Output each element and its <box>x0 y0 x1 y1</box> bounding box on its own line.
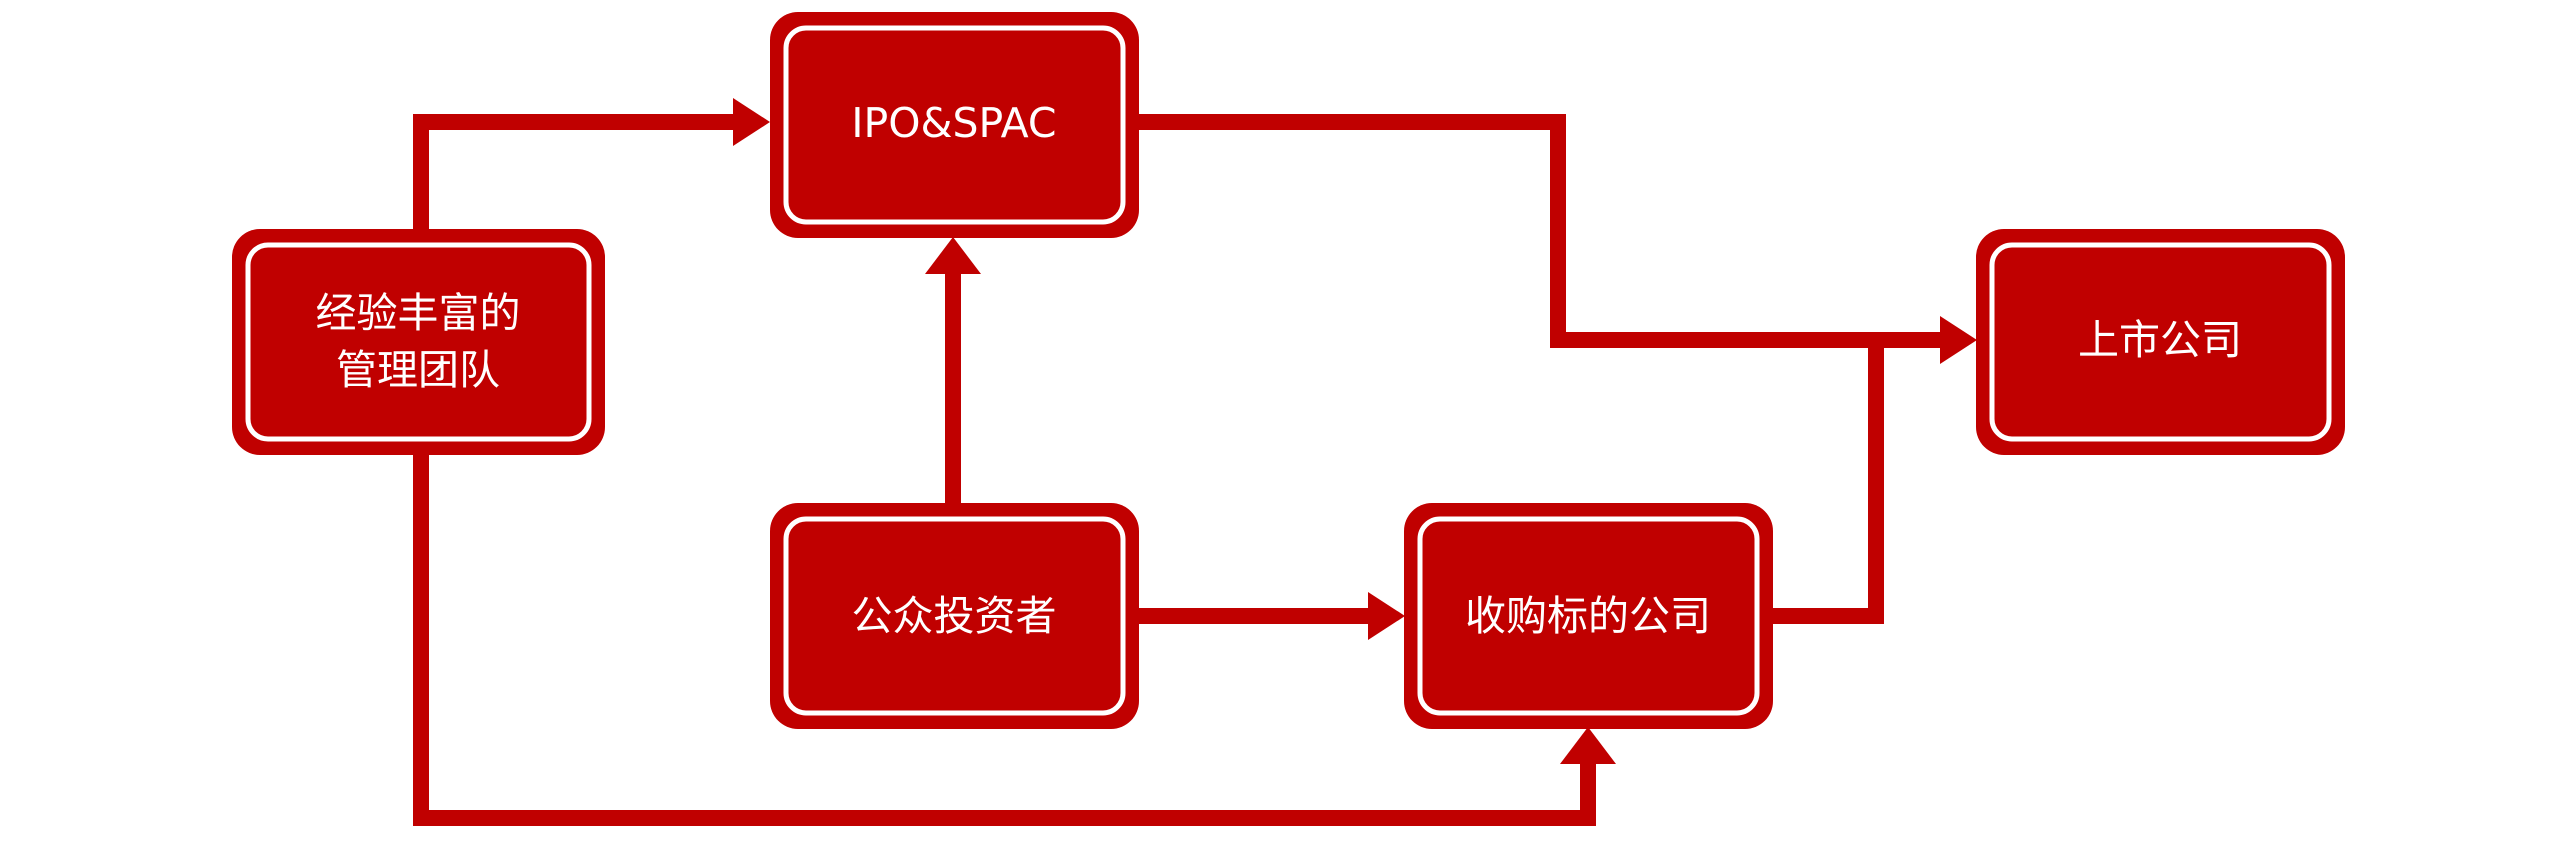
edge-target-to-listed <box>1770 340 1884 624</box>
connectors <box>413 114 1944 826</box>
arrowheads <box>733 98 1977 764</box>
node-public-investors[interactable]: 公众投资者 <box>770 503 1139 729</box>
node-management-team-label-line-2: 管理团队 <box>336 346 500 394</box>
edge-team-to-target <box>413 452 1596 826</box>
node-ipo-spac[interactable]: IPO&SPAC <box>770 12 1139 238</box>
node-management-team-label-line-1: 经验丰富的 <box>316 289 521 337</box>
arrowhead-to-target-bottom <box>1560 727 1616 764</box>
node-management-team[interactable]: 经验丰富的 管理团队 <box>232 229 605 455</box>
node-acquisition-target-label: 收购标的公司 <box>1465 592 1711 640</box>
arrowhead-to-ipo-left <box>733 98 770 146</box>
arrowhead-to-ipo-bottom <box>925 237 981 274</box>
arrowhead-to-target-left <box>1368 592 1405 640</box>
node-ipo-spac-label: IPO&SPAC <box>851 99 1056 147</box>
arrowhead-to-listed-left <box>1940 316 1977 364</box>
edge-ipo-to-listed <box>1138 114 1944 348</box>
node-listed-company-label: 上市公司 <box>2078 316 2242 364</box>
node-acquisition-target[interactable]: 收购标的公司 <box>1404 503 1773 729</box>
edge-team-to-ipo <box>413 114 735 232</box>
node-listed-company[interactable]: 上市公司 <box>1976 229 2345 455</box>
node-public-investors-label: 公众投资者 <box>852 592 1057 640</box>
